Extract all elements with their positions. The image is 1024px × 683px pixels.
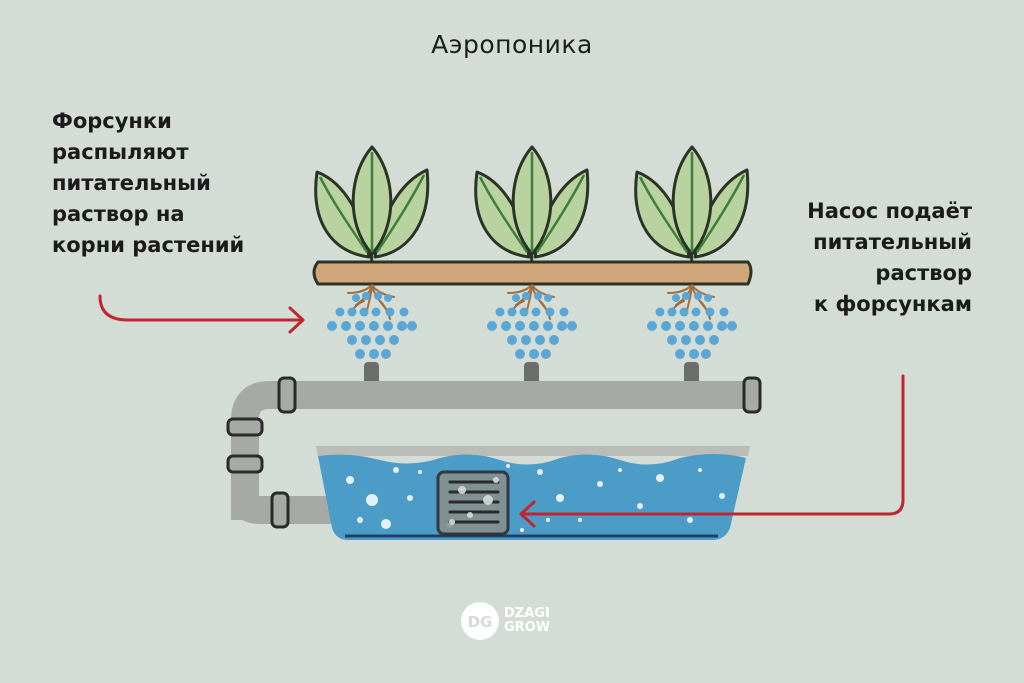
growing-board	[312, 260, 753, 286]
mist-1	[327, 292, 417, 359]
arrow-to-nozzles	[98, 294, 304, 322]
pump-callout: Насос подаёт питательный раствор к форсу…	[807, 199, 972, 316]
nutrient-reservoir	[316, 446, 750, 540]
diagram-title: Аэропоника	[431, 30, 593, 59]
mist-2	[487, 292, 577, 359]
logo: DZAGI GROW	[504, 600, 550, 642]
arrows	[98, 294, 905, 528]
spray-nozzles	[364, 362, 699, 384]
logo-text: DZAGI GROW	[504, 606, 551, 635]
plant-1	[314, 145, 430, 264]
logo-mark-text: DG	[468, 613, 493, 631]
arrow-to-pump	[520, 374, 905, 516]
plant-2	[474, 145, 590, 264]
nozzles-callout: Форсунки распыляют питательный раствор н…	[52, 109, 245, 257]
submersible-pump	[436, 470, 510, 536]
nutrient-mist	[327, 292, 737, 359]
logo-mark: DG	[461, 602, 499, 640]
plants	[314, 145, 750, 264]
